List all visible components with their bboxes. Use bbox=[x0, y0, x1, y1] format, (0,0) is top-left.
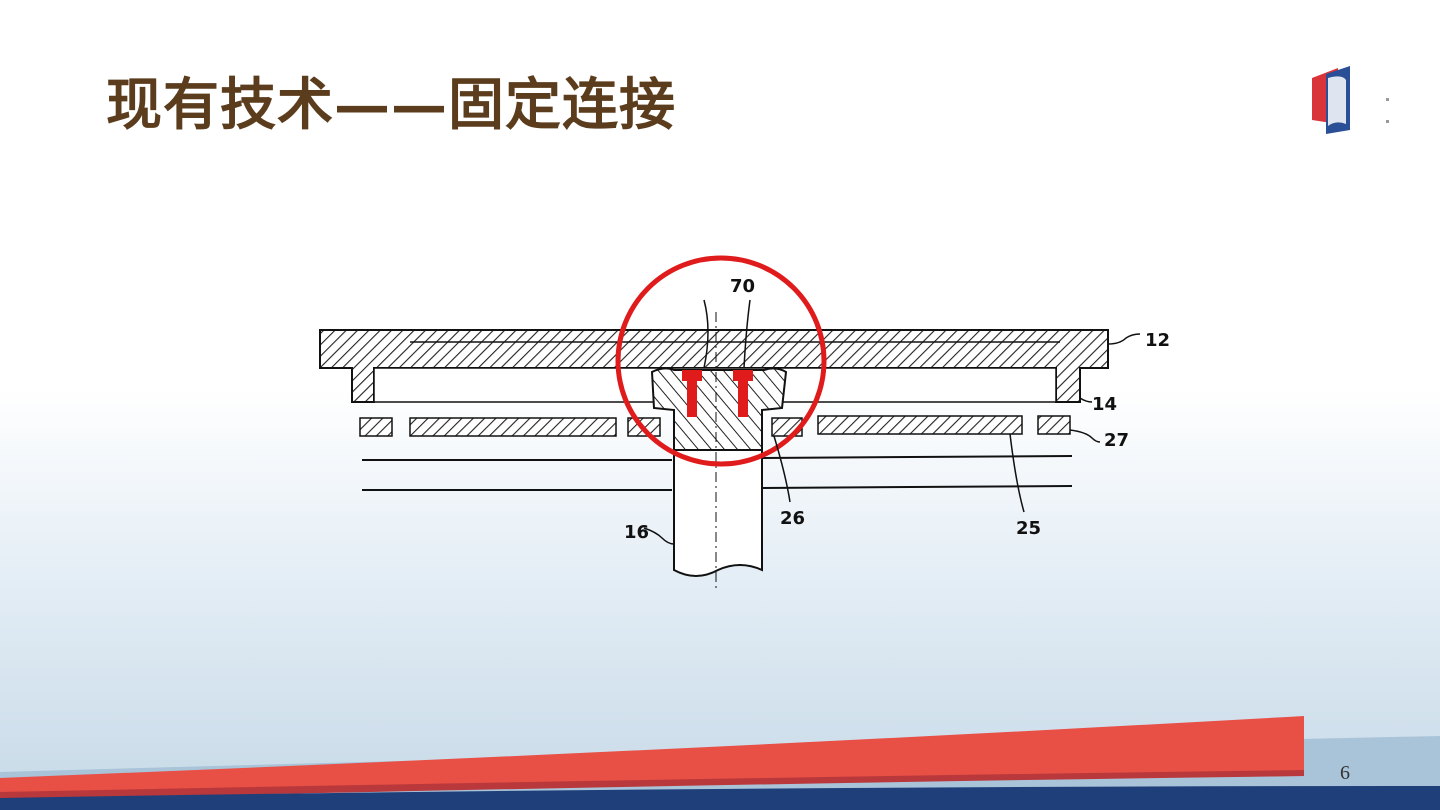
label-70: 70 bbox=[730, 276, 755, 297]
company-logo bbox=[1312, 66, 1389, 134]
fastener-bolt bbox=[733, 370, 753, 417]
page-number: 6 bbox=[1340, 762, 1350, 784]
label-12: 12 bbox=[1145, 330, 1170, 351]
heater-segment bbox=[359, 417, 393, 437]
label-25: 25 bbox=[1016, 518, 1041, 539]
slide-title: 现有技术——固定连接 bbox=[106, 72, 676, 138]
label-14: 14 bbox=[1092, 394, 1117, 415]
label-27: 27 bbox=[1104, 430, 1129, 451]
fastener-bolt bbox=[682, 370, 702, 417]
highlight-circle bbox=[615, 255, 827, 467]
label-26: 26 bbox=[780, 508, 805, 529]
support-shaft bbox=[673, 410, 763, 577]
patent-diagram: 70 12 14 27 26 25 16 bbox=[319, 255, 1170, 592]
heater-segment bbox=[409, 417, 617, 437]
label-16: 16 bbox=[624, 522, 649, 543]
heater-segment bbox=[817, 415, 1023, 435]
heater-segment bbox=[1037, 415, 1071, 435]
decorative-bottom-band bbox=[0, 716, 1440, 810]
